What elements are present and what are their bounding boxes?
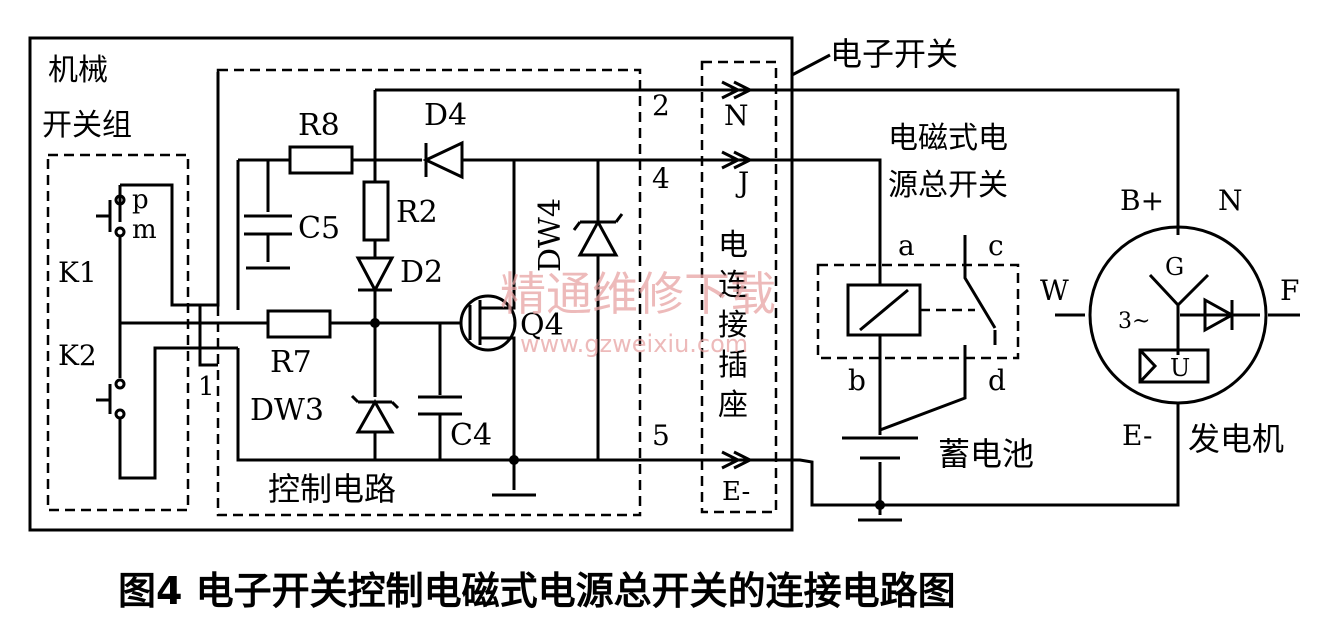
watermark-url: www.gzweixiu.com bbox=[520, 330, 748, 358]
label-gen-w: W bbox=[1040, 274, 1069, 307]
label-em-switch-1: 电磁式电 bbox=[888, 121, 1008, 156]
label-d4: D4 bbox=[424, 98, 467, 133]
label-p: p bbox=[132, 185, 149, 215]
figure-caption: 图4 电子开关控制电磁式电源总开关的连接电路图 bbox=[118, 569, 956, 613]
label-connector-5: 座 bbox=[718, 388, 748, 423]
label-pin2: 2 bbox=[652, 89, 670, 122]
connector-arrow-e bbox=[721, 450, 754, 470]
label-mechanical-group-2: 开关组 bbox=[42, 108, 132, 143]
label-sw-c: c bbox=[988, 229, 1004, 262]
label-r2: R2 bbox=[396, 195, 438, 230]
wire-n bbox=[375, 88, 1180, 235]
resistor-r7 bbox=[266, 309, 332, 339]
label-sw-d: d bbox=[988, 364, 1006, 397]
label-connector-3: 接 bbox=[718, 308, 748, 343]
em-switch-box bbox=[816, 263, 1020, 360]
mosfet-q4 bbox=[459, 294, 517, 352]
label-dw4: DW4 bbox=[533, 198, 568, 272]
wire-e bbox=[236, 348, 1180, 507]
mechanical-group-box bbox=[46, 153, 190, 512]
label-connector-4: 插 bbox=[718, 348, 748, 383]
label-generator: 发电机 bbox=[1188, 420, 1284, 458]
label-pin1: 1 bbox=[198, 372, 215, 402]
watermark: 精通维修下载 bbox=[500, 267, 776, 321]
resistor-r2 bbox=[362, 180, 390, 242]
label-gen-f: F bbox=[1280, 274, 1299, 307]
diode-d4 bbox=[422, 140, 464, 180]
label-electronic-switch: 电子开关 bbox=[830, 35, 958, 73]
connector-box bbox=[700, 60, 778, 514]
label-control-circuit: 控制电路 bbox=[268, 470, 396, 508]
label-gen-n: N bbox=[1218, 184, 1243, 217]
label-battery: 蓄电池 bbox=[938, 435, 1034, 473]
capacitor-c4 bbox=[418, 395, 462, 416]
label-pin4: 4 bbox=[652, 162, 670, 195]
label-sw-b: b bbox=[848, 364, 866, 397]
zener-dw4 bbox=[572, 213, 624, 257]
label-r8: R8 bbox=[298, 108, 340, 143]
label-gen-bplus: B+ bbox=[1120, 184, 1164, 217]
connector-arrow-n bbox=[721, 80, 754, 100]
label-dw3: DW3 bbox=[250, 393, 324, 428]
switch-k2 bbox=[96, 384, 112, 414]
label-q4: Q4 bbox=[520, 308, 564, 343]
label-conn-j: J bbox=[735, 166, 749, 199]
electronic-switch-box bbox=[28, 36, 794, 532]
label-c5: C5 bbox=[298, 211, 340, 246]
label-m: m bbox=[132, 215, 157, 245]
label-gen-g: G bbox=[1165, 253, 1184, 281]
label-connector-1: 电 bbox=[718, 228, 748, 263]
zener-dw3 bbox=[350, 394, 400, 434]
diode-d2 bbox=[355, 256, 395, 294]
regulator-u bbox=[1138, 348, 1210, 384]
label-conn-n: N bbox=[724, 99, 749, 132]
label-gen-u: U bbox=[1170, 354, 1190, 382]
connector-arrow-j bbox=[721, 150, 754, 170]
resistor-r8 bbox=[288, 145, 354, 175]
label-connector-2: 连 bbox=[718, 268, 748, 303]
label-k2: K2 bbox=[58, 339, 97, 372]
relay-contact bbox=[963, 235, 997, 345]
label-em-switch-2: 源总开关 bbox=[888, 168, 1008, 203]
label-pin5: 5 bbox=[652, 419, 670, 452]
switch-k1 bbox=[96, 200, 112, 232]
label-c4: C4 bbox=[450, 418, 492, 453]
label-r7: R7 bbox=[270, 345, 312, 380]
label-conn-e: E- bbox=[722, 477, 750, 507]
label-gen-3: 3~ bbox=[1118, 309, 1150, 334]
label-gen-e: E- bbox=[1122, 419, 1152, 452]
label-sw-a: a bbox=[898, 229, 915, 262]
label-k1: K1 bbox=[58, 256, 97, 289]
label-mechanical-group-1: 机械 bbox=[48, 53, 108, 88]
capacitor-c5 bbox=[244, 214, 292, 236]
label-d2: D2 bbox=[400, 255, 443, 290]
